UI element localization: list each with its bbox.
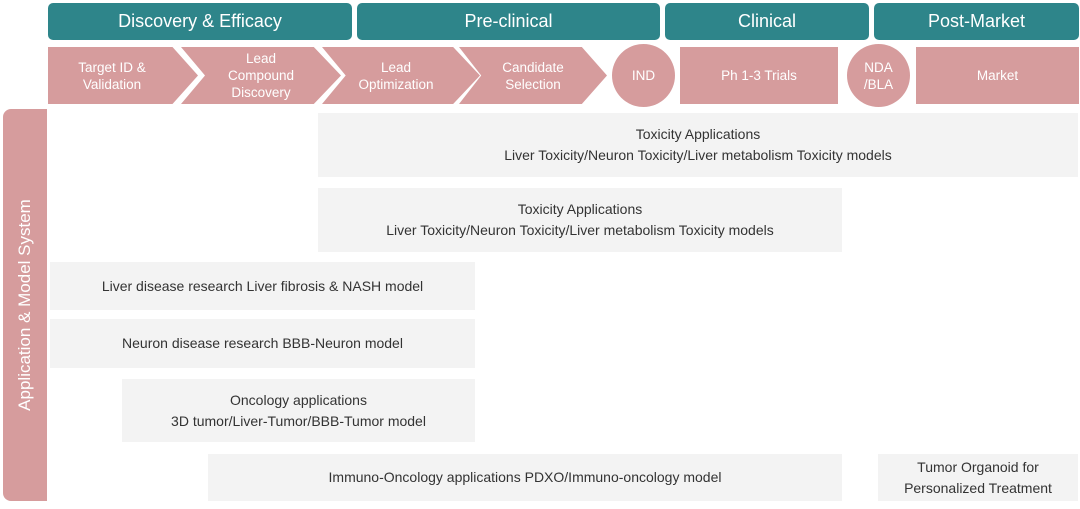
step-lead-optimization: Lead Optimization [322,47,480,104]
step-market-label: Market [976,68,1019,83]
phase-discovery-label: Discovery & Efficacy [118,11,282,31]
step-target-line1: Target ID & [78,59,146,75]
app-tox2-title: Toxicity Applications [517,201,643,217]
app-immuno-text: Immuno-Oncology applications PDXO/Immuno… [328,469,722,485]
phase-preclinical-label: Pre-clinical [464,11,553,31]
step-candidate-selection: Candidate Selection [459,47,607,104]
step-nda-line1: NDA [864,59,893,75]
step-market: Market [916,47,1079,104]
step-lead-discovery-line1: Lead [245,51,277,66]
app-immuno-oncology-box: Immuno-Oncology applications PDXO/Immuno… [208,454,842,501]
phase-preclinical: Pre-clinical [357,3,660,40]
side-label-text: Application & Model System [15,199,34,411]
step-target-id-validation: Target ID & Validation [48,47,198,104]
step-candidate-line2: Selection [505,76,561,92]
phase-discovery-efficacy: Discovery & Efficacy [48,3,352,40]
app-organoid-line1: Tumor Organoid for [917,458,1039,475]
app-neuron-text: Neuron disease research BBB-Neuron model [122,335,403,351]
step-lead-opt-line1: Lead [380,59,412,75]
step-ind: IND [612,44,675,107]
app-tox2-desc: Liver Toxicity/Neuron Toxicity/Liver met… [386,222,774,238]
app-liver-disease-box: Liver disease research Liver fibrosis & … [50,262,475,310]
step-lead-opt-line2: Optimization [358,76,434,92]
app-oncology-box: Oncology applications 3D tumor/Liver-Tum… [122,379,475,442]
step-lead-discovery-line3: Discovery [231,85,291,100]
phase-post-market: Post-Market [874,3,1079,40]
step-nda-bla: NDA /BLA [847,44,910,107]
app-neuron-disease-box: Neuron disease research BBB-Neuron model [50,319,475,368]
app-tox1-title: Toxicity Applications [635,126,761,142]
step-candidate-line1: Candidate [502,59,564,75]
phase-postmarket-label: Post-Market [927,11,1026,31]
phase-clinical: Clinical [665,3,869,40]
app-liver-text: Liver disease research Liver fibrosis & … [101,277,424,294]
app-oncology-title: Oncology applications [230,391,367,408]
app-tumor-organoid-box: Tumor Organoid for Personalized Treatmen… [878,454,1078,501]
side-label-bar: Application & Model System [3,109,47,501]
app-toxicity-box-2: Toxicity Applications Liver Toxicity/Neu… [318,188,842,252]
app-oncology-desc: 3D tumor/Liver-Tumor/BBB-Tumor model [171,412,426,429]
app-organoid-line2: Personalized Treatment [904,479,1052,496]
app-tox1-desc: Liver Toxicity/Neuron Toxicity/Liver met… [504,147,892,163]
step-trials-label: Ph 1-3 Trials [721,68,797,83]
app-toxicity-box-1: Toxicity Applications Liver Toxicity/Neu… [318,113,1078,177]
step-target-line2: Validation [82,76,142,92]
step-lead-compound-discovery: Lead Compound Discovery [181,47,341,104]
step-nda-line2: /BLA [863,76,894,92]
step-ind-label: IND [631,68,656,83]
step-lead-discovery-line2: Compound [227,68,295,83]
step-ph1-3-trials: Ph 1-3 Trials [680,47,838,104]
phase-clinical-label: Clinical [737,11,797,31]
